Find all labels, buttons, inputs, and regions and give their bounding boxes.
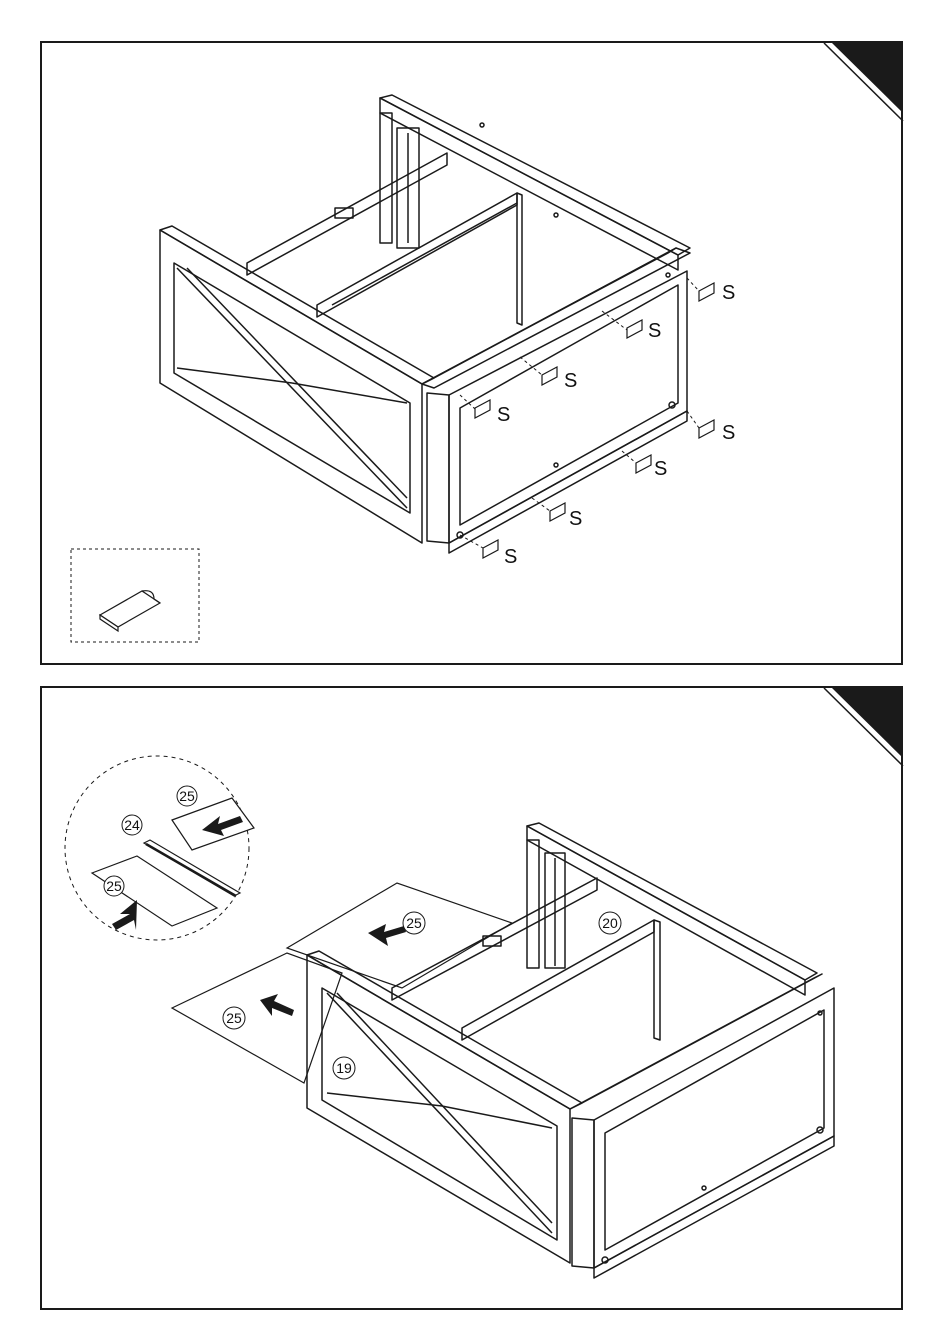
svg-text:24: 24 bbox=[124, 817, 140, 833]
svg-text:25: 25 bbox=[106, 878, 122, 894]
svg-text:S: S bbox=[569, 508, 582, 530]
sticker-detail-inset bbox=[71, 549, 199, 642]
part-label-25-top: 25 bbox=[177, 786, 197, 806]
part-label-20: 20 bbox=[599, 912, 621, 934]
svg-text:S: S bbox=[722, 282, 735, 304]
drawer-frame-step1 bbox=[160, 95, 690, 553]
s-sticker: S bbox=[699, 282, 735, 304]
part-label-25-front: 25 bbox=[223, 1007, 245, 1029]
s-sticker: S bbox=[483, 540, 517, 568]
part-label-19: 19 bbox=[333, 1057, 355, 1079]
svg-text:S: S bbox=[654, 458, 667, 480]
svg-text:19: 19 bbox=[336, 1060, 352, 1076]
step-2-diagram: 25 24 25 bbox=[42, 688, 905, 1312]
part-label-24: 24 bbox=[122, 815, 142, 835]
svg-text:20: 20 bbox=[602, 915, 618, 931]
step-2-panel: 25 24 25 bbox=[40, 686, 903, 1310]
step-1-diagram: S S S S S S S bbox=[42, 43, 905, 667]
s-sticker: S bbox=[542, 367, 577, 392]
svg-text:S: S bbox=[648, 320, 661, 342]
svg-text:S: S bbox=[497, 404, 510, 426]
s-sticker: S bbox=[550, 503, 582, 530]
s-sticker: S bbox=[636, 455, 667, 480]
step-1-panel: S S S S S S S bbox=[40, 41, 903, 665]
s-sticker: S bbox=[699, 420, 735, 444]
corner-tab bbox=[832, 43, 903, 113]
svg-text:S: S bbox=[564, 370, 577, 392]
svg-text:S: S bbox=[722, 422, 735, 444]
detail-circle: 25 24 25 bbox=[65, 756, 254, 940]
corner-tab bbox=[832, 688, 903, 758]
svg-text:S: S bbox=[504, 546, 517, 568]
bottom-panels bbox=[172, 883, 512, 1083]
arrow-icon bbox=[112, 900, 137, 930]
s-sticker-group: S S S S S S S bbox=[475, 282, 735, 568]
svg-text:25: 25 bbox=[406, 915, 422, 931]
part-label-25-bottom: 25 bbox=[104, 876, 124, 896]
part-label-25-rear: 25 bbox=[403, 912, 425, 934]
s-sticker: S bbox=[627, 320, 661, 342]
svg-text:25: 25 bbox=[226, 1010, 242, 1026]
s-sticker: S bbox=[475, 400, 510, 426]
svg-text:25: 25 bbox=[179, 788, 195, 804]
